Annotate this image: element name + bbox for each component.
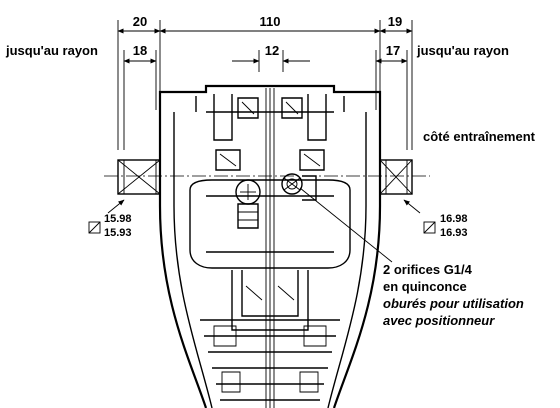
dim-top-right: 19 [388, 14, 402, 29]
right-square-upper: 16.98 [440, 213, 468, 225]
dim-top-center: 110 [260, 14, 281, 29]
left-square-upper: 15.98 [104, 213, 132, 225]
dim-second-left: 18 [133, 43, 147, 58]
right-square-lower: 16.93 [440, 227, 468, 239]
left-square-shaft [117, 159, 161, 195]
ports-line-1: 2 orifices G1/4 [383, 262, 473, 277]
square-section-icon [88, 221, 101, 234]
actuator-body [104, 84, 430, 408]
right-square-shaft [379, 159, 413, 195]
left-square-lower: 15.93 [104, 227, 132, 239]
dim-top-left: 20 [133, 14, 147, 29]
square-section-icon [423, 221, 436, 234]
ports-line-2: en quinconce [383, 279, 467, 294]
ports-line-4: avec positionneur [383, 313, 495, 328]
radius-label-right: jusqu'au rayon [416, 43, 509, 58]
drive-side-label: côté entraînement [423, 129, 536, 144]
ports-line-3: oburés pour utilisation [383, 296, 524, 311]
dim-second-center: 12 [265, 43, 279, 58]
radius-label-left: jusqu'au rayon [5, 43, 98, 58]
dimension-lines [117, 20, 413, 150]
dim-second-right: 17 [386, 43, 400, 58]
